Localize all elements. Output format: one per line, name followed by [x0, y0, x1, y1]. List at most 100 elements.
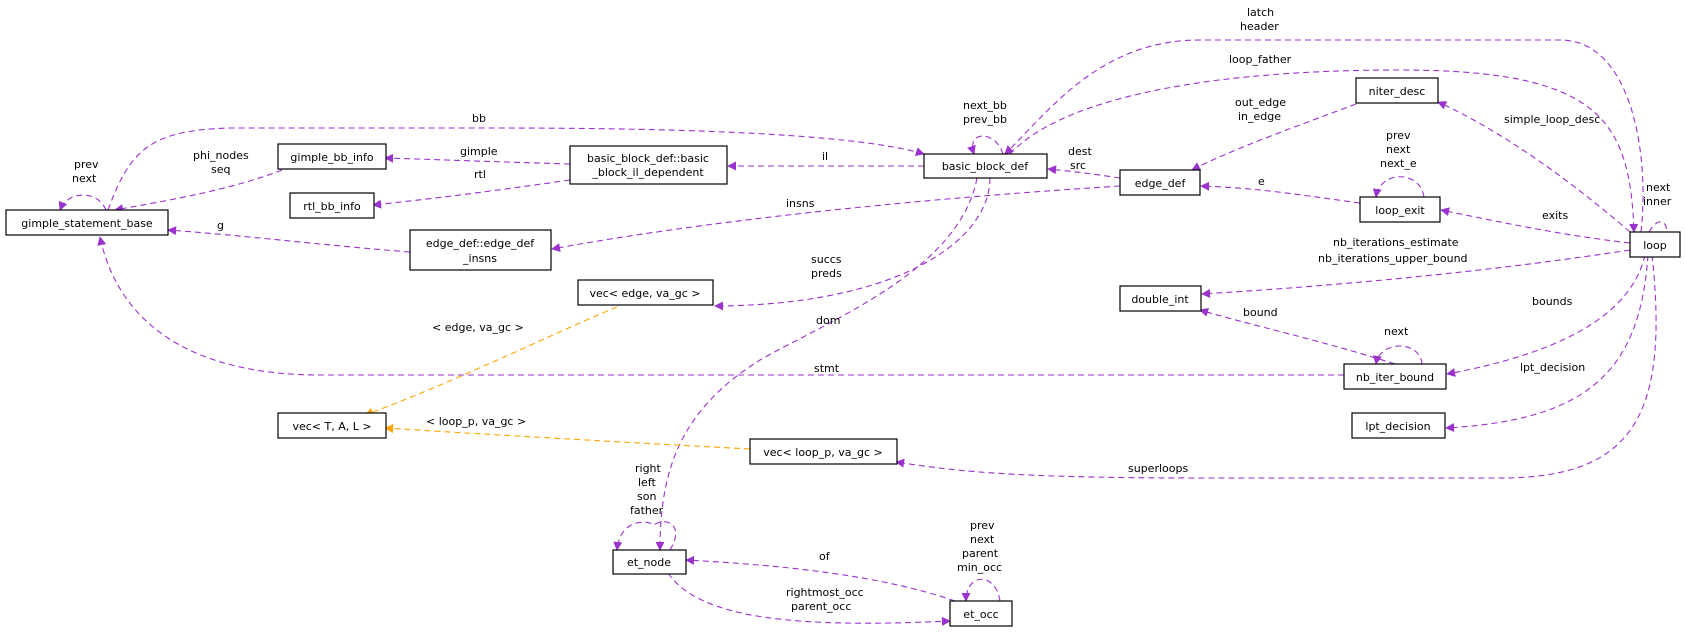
edge-et-node-self: right left son father	[613, 462, 677, 551]
edge-label-superloops: superloops	[1128, 462, 1188, 475]
node-label: loop_exit	[1375, 204, 1425, 217]
node-double-int[interactable]: double_int	[1119, 285, 1202, 312]
node-label-line1: edge_def::edge_def	[426, 237, 535, 250]
edge-label-lpt-decision: lpt_decision	[1520, 361, 1585, 374]
edge-loop-to-vec-loop-p: superloops	[895, 254, 1657, 479]
edge-gimple-statement-base-to-basic-block-def: bb	[107, 112, 925, 211]
edge-label-bb: bb	[472, 112, 486, 125]
edge-label-succs: succs	[811, 253, 842, 266]
edge-label-in-edge: in_edge	[1238, 110, 1281, 123]
node-label: vec< edge, va_gc >	[589, 287, 700, 300]
edge-label-eo-prev: prev	[970, 519, 995, 532]
edge-label-phi-nodes: phi_nodes	[193, 149, 249, 162]
node-vec-edge[interactable]: vec< edge, va_gc >	[577, 279, 714, 306]
edge-vec-loop-p-to-vec-t: < loop_p, va_gc >	[384, 415, 751, 450]
node-label: rtl_bb_info	[303, 200, 361, 213]
node-et-occ[interactable]: et_occ	[949, 600, 1013, 627]
edge-loop-exit-to-edge-def: e	[1200, 175, 1361, 204]
edge-label-father: father	[630, 504, 664, 517]
edge-niter-desc-to-edge-def: out_edge in_edge	[1191, 96, 1357, 171]
node-label-line1: basic_block_def::basic	[587, 152, 709, 165]
edge-loop-to-loop-exit: exits	[1440, 207, 1631, 244]
edge-label-latch: latch	[1247, 6, 1274, 19]
edge-bb-il-dependent-to-rtl-bb-info: rtl	[372, 168, 571, 209]
node-label: niter_desc	[1369, 85, 1426, 98]
node-et-node[interactable]: et_node	[612, 549, 687, 575]
edge-label-g: g	[217, 219, 224, 232]
node-label: vec< loop_p, va_gc >	[763, 446, 883, 459]
node-label: nb_iter_bound	[1356, 371, 1434, 384]
edge-loop-to-niter-desc: simple_loop_desc	[1437, 101, 1631, 233]
node-loop[interactable]: loop	[1629, 231, 1681, 258]
node-edge-def-insns[interactable]: edge_def::edge_def _insns	[409, 229, 552, 271]
edge-label-dom: dom	[816, 314, 840, 327]
edge-basic-block-def-to-et-node: dom	[655, 177, 978, 551]
edge-label-nb-iterations-upper-bound: nb_iterations_upper_bound	[1318, 252, 1468, 265]
node-label: basic_block_def	[942, 160, 1029, 173]
node-loop-exit[interactable]: loop_exit	[1359, 196, 1441, 223]
edge-label-eo-next: next	[970, 533, 995, 546]
edge-label-e: e	[1258, 175, 1265, 188]
node-vec-t[interactable]: vec< T, A, L >	[277, 412, 387, 439]
edge-gimple-bb-info-to-gimple-statement-base: phi_nodes seq	[114, 149, 283, 213]
edge-label-il: il	[822, 150, 828, 163]
node-nb-iter-bound[interactable]: nb_iter_bound	[1343, 363, 1447, 390]
edge-et-occ-to-et-node: of	[685, 550, 956, 602]
edge-loop-to-double-int: nb_iterations_estimate nb_iterations_upp…	[1201, 236, 1631, 298]
node-niter-desc[interactable]: niter_desc	[1355, 77, 1439, 104]
edge-label-exits: exits	[1542, 209, 1568, 222]
node-label: edge_def	[1135, 177, 1187, 190]
edge-label-seq: seq	[211, 163, 230, 176]
edge-basic-block-def-self: next_bb prev_bb	[963, 99, 1007, 155]
edge-et-occ-self: prev next parent min_occ	[957, 519, 1002, 602]
node-label: lpt_decision	[1365, 420, 1430, 433]
node-edge-def[interactable]: edge_def	[1119, 169, 1201, 196]
edge-label-dest: dest	[1068, 145, 1092, 158]
edge-label-nb-iterations-estimate: nb_iterations_estimate	[1333, 236, 1459, 249]
edge-label-preds: preds	[811, 267, 842, 280]
edge-label-rightmost-occ: rightmost_occ	[786, 586, 864, 599]
node-gimple-statement-base[interactable]: gimple_statement_base	[5, 209, 169, 236]
edge-label-le-next-e: next_e	[1380, 157, 1417, 170]
edge-label-stmt: stmt	[814, 362, 840, 375]
node-basic-block-def[interactable]: basic_block_def	[923, 153, 1048, 179]
edge-gimple-statement-base-self: prev next	[58, 158, 107, 211]
edge-label-edge-va-gc: < edge, va_gc >	[432, 321, 524, 334]
edge-loop-to-lpt-decision: lpt_decision	[1445, 254, 1649, 433]
nodes: gimple_statement_base gimple_bb_info rtl…	[5, 77, 1681, 627]
edge-label-loop-father: loop_father	[1229, 53, 1292, 66]
edge-label-le-next: next	[1386, 143, 1411, 156]
edge-label-nib-next: next	[1384, 325, 1409, 338]
node-label-line2: _insns	[462, 252, 497, 265]
edge-edge-def-insns-to-gimple-statement-base: g	[167, 219, 411, 253]
edge-label-next-bb: next_bb	[963, 99, 1007, 112]
node-rtl-bb-info[interactable]: rtl_bb_info	[289, 192, 375, 219]
edge-edge-def-to-basic-block-def: dest src	[1047, 145, 1121, 179]
edge-label-src: src	[1070, 159, 1086, 172]
node-label: et_occ	[963, 608, 998, 621]
node-label: et_node	[627, 556, 671, 569]
node-vec-loop-p[interactable]: vec< loop_p, va_gc >	[749, 438, 898, 465]
edge-loop-self: next inner	[1643, 181, 1672, 246]
edge-loop-exit-self: prev next next_e	[1372, 129, 1425, 198]
node-label: double_int	[1131, 293, 1189, 306]
node-label: vec< T, A, L >	[292, 420, 371, 433]
edge-vec-edge-to-vec-t: < edge, va_gc >	[364, 306, 618, 417]
edge-edge-def-to-edge-def-insns: insns	[551, 185, 1121, 252]
edge-nb-iter-bound-self: next	[1372, 325, 1423, 365]
node-bb-il-dependent[interactable]: basic_block_def::basic _block_il_depende…	[569, 145, 728, 185]
node-label: gimple_statement_base	[21, 217, 153, 230]
edge-label-loop-next: next	[1646, 181, 1671, 194]
edge-label-header: header	[1240, 20, 1279, 33]
edge-label-le-prev: prev	[1386, 129, 1411, 142]
node-lpt-decision[interactable]: lpt_decision	[1351, 412, 1446, 439]
node-label-line2: _block_il_dependent	[591, 166, 704, 179]
edge-label-left: left	[638, 476, 657, 489]
edge-label-gimple: gimple	[460, 145, 498, 158]
node-gimple-bb-info[interactable]: gimple_bb_info	[277, 143, 387, 170]
edge-nb-iter-bound-to-gimple-statement-base: stmt	[97, 236, 1344, 376]
edge-label-parent-occ: parent_occ	[791, 600, 851, 613]
edge-label-prev: prev	[74, 158, 99, 171]
edge-bb-il-dependent-to-gimple-bb-info: gimple	[384, 145, 571, 165]
